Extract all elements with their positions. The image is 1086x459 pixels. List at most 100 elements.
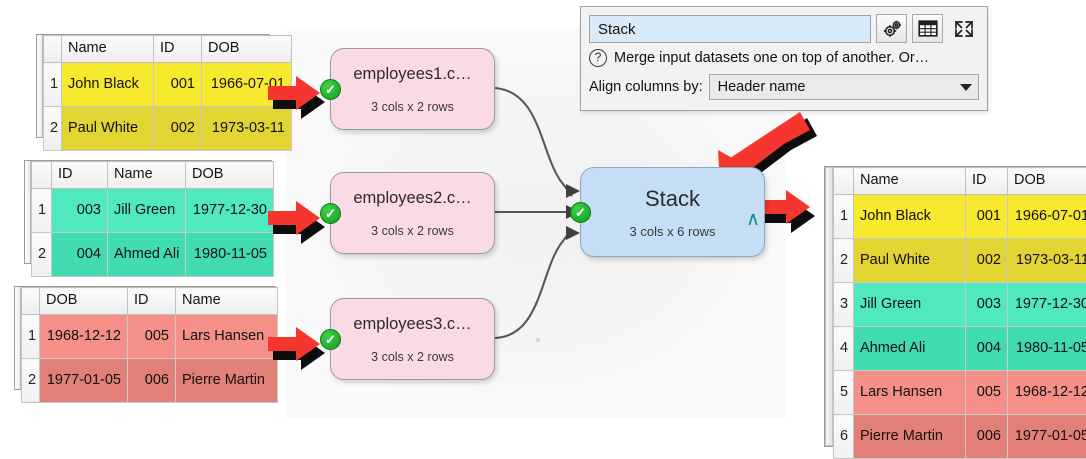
cell[interactable]: 1966-07-01 [1008,195,1086,239]
corner-cell [44,36,62,63]
cell[interactable]: 005 [966,371,1008,415]
table-row[interactable]: 2 004 Ahmed Ali 1980-11-05 [32,233,274,277]
col-header[interactable]: Name [176,288,278,315]
cell[interactable]: Ahmed Ali [108,233,186,277]
row-number[interactable]: 1 [32,189,52,233]
row-number[interactable]: 2 [834,239,854,283]
input-table-3[interactable]: DOB ID Name 1 1968-12-12 005 Lars Hansen… [14,286,276,390]
cell[interactable]: 1977-01-05 [1008,415,1086,459]
row-number[interactable]: 2 [32,233,52,277]
cell[interactable]: 002 [966,239,1008,283]
table-header-row: DOB ID Name [22,288,278,315]
cell[interactable]: Pierre Martin [854,415,966,459]
annotation-arrow-stack-to-output [758,190,832,238]
cell[interactable]: 001 [154,63,202,107]
row-number[interactable]: 1 [22,315,40,359]
cell[interactable]: 1980-11-05 [1008,327,1086,371]
properties-panel[interactable]: Stack [580,6,988,111]
row-number[interactable]: 6 [834,415,854,459]
cell[interactable]: Paul White [62,107,154,151]
align-columns-select[interactable]: Header name [709,74,979,100]
col-header[interactable]: ID [52,162,108,189]
output-table[interactable]: Name ID DOB 1 John Black 001 1966-07-01 … [824,166,1086,447]
table-grid[interactable]: Name ID DOB 1 John Black 001 1966-07-01 … [43,35,292,151]
row-number[interactable]: 3 [834,283,854,327]
cell[interactable]: 003 [52,189,108,233]
table-row[interactable]: 6 Pierre Martin 006 1977-01-05 [834,415,1086,459]
table-gutter [15,287,21,389]
cell[interactable]: Lars Hansen [176,315,278,359]
table-gutter [25,161,31,263]
item-name-input[interactable]: Stack [589,15,871,43]
cell[interactable]: 003 [966,283,1008,327]
cell[interactable]: 1973-03-11 [1008,239,1086,283]
row-number[interactable]: 5 [834,371,854,415]
node-stack[interactable]: ✓ Stack 3 cols x 6 rows ∧ [580,167,765,257]
input-table-2[interactable]: ID Name DOB 1 003 Jill Green 1977-12-30 … [24,160,272,264]
cell[interactable]: 1977-12-30 [186,189,274,233]
table-row[interactable]: 3 Jill Green 003 1977-12-30 [834,283,1086,327]
cell[interactable]: Paul White [854,239,966,283]
row-number[interactable]: 2 [44,107,62,151]
row-number[interactable]: 1 [834,195,854,239]
table-row[interactable]: 2 Paul White 002 1973-03-11 [834,239,1086,283]
table-row[interactable]: 1 John Black 001 1966-07-01 [44,63,292,107]
cell[interactable]: Lars Hansen [854,371,966,415]
col-header[interactable]: Name [108,162,186,189]
table-row[interactable]: 2 Paul White 002 1973-03-11 [44,107,292,151]
corner-cell [32,162,52,189]
gears-glyph [882,20,902,38]
cell[interactable]: Jill Green [854,283,966,327]
table-grid[interactable]: Name ID DOB 1 John Black 001 1966-07-01 … [833,167,1086,459]
cell[interactable]: 002 [154,107,202,151]
cell[interactable]: John Black [62,63,154,107]
row-number[interactable]: 4 [834,327,854,371]
table-row[interactable]: 1 John Black 001 1966-07-01 [834,195,1086,239]
chevron-down-icon[interactable] [960,84,972,91]
help-icon[interactable]: ? [589,49,607,67]
cell[interactable]: 005 [128,315,176,359]
cell[interactable]: 006 [966,415,1008,459]
col-header[interactable]: DOB [202,36,292,63]
cell[interactable]: Pierre Martin [176,359,278,403]
col-header[interactable]: Name [62,36,154,63]
table-grid[interactable]: DOB ID Name 1 1968-12-12 005 Lars Hansen… [21,287,278,403]
table-row[interactable]: 1 1968-12-12 005 Lars Hansen [22,315,278,359]
table-row[interactable]: 1 003 Jill Green 1977-12-30 [32,189,274,233]
gears-icon[interactable] [876,14,907,43]
table-grid-icon[interactable] [912,14,943,43]
node-employees1[interactable]: ✓ employees1.c… 3 cols x 2 rows [330,48,495,130]
cell[interactable]: 004 [52,233,108,277]
col-header[interactable]: DOB [1008,168,1086,195]
cell[interactable]: 1980-11-05 [186,233,274,277]
cell[interactable]: Jill Green [108,189,186,233]
col-header[interactable]: ID [966,168,1008,195]
table-row[interactable]: 5 Lars Hansen 005 1968-12-12 [834,371,1086,415]
vertical-scrollbar[interactable] [825,167,833,446]
row-number[interactable]: 1 [44,63,62,107]
table-grid[interactable]: ID Name DOB 1 003 Jill Green 1977-12-30 … [31,161,274,277]
row-number[interactable]: 2 [22,359,40,403]
cell[interactable]: 1977-01-05 [40,359,128,403]
col-header[interactable]: ID [128,288,176,315]
node-output-connector[interactable]: ∧ [746,210,760,229]
cell[interactable]: 006 [128,359,176,403]
cell[interactable]: Ahmed Ali [854,327,966,371]
cell[interactable]: 001 [966,195,1008,239]
cell[interactable]: 1968-12-12 [40,315,128,359]
col-header[interactable]: DOB [186,162,274,189]
cell[interactable]: 1968-12-12 [1008,371,1086,415]
col-header[interactable]: DOB [40,288,128,315]
table-header-row: Name ID DOB [44,36,292,63]
cell[interactable]: 1977-12-30 [1008,283,1086,327]
table-row[interactable]: 2 1977-01-05 006 Pierre Martin [22,359,278,403]
node-employees3[interactable]: ✓ employees3.c… 3 cols x 2 rows [330,298,495,380]
node-employees2[interactable]: ✓ employees2.c… 3 cols x 2 rows [330,172,495,254]
col-header[interactable]: Name [854,168,966,195]
table-row[interactable]: 4 Ahmed Ali 004 1980-11-05 [834,327,1086,371]
expand-arrows-icon[interactable] [948,14,979,43]
col-header[interactable]: ID [154,36,202,63]
cell[interactable]: 004 [966,327,1008,371]
input-table-1[interactable]: Name ID DOB 1 John Black 001 1966-07-01 … [36,34,270,138]
cell[interactable]: John Black [854,195,966,239]
